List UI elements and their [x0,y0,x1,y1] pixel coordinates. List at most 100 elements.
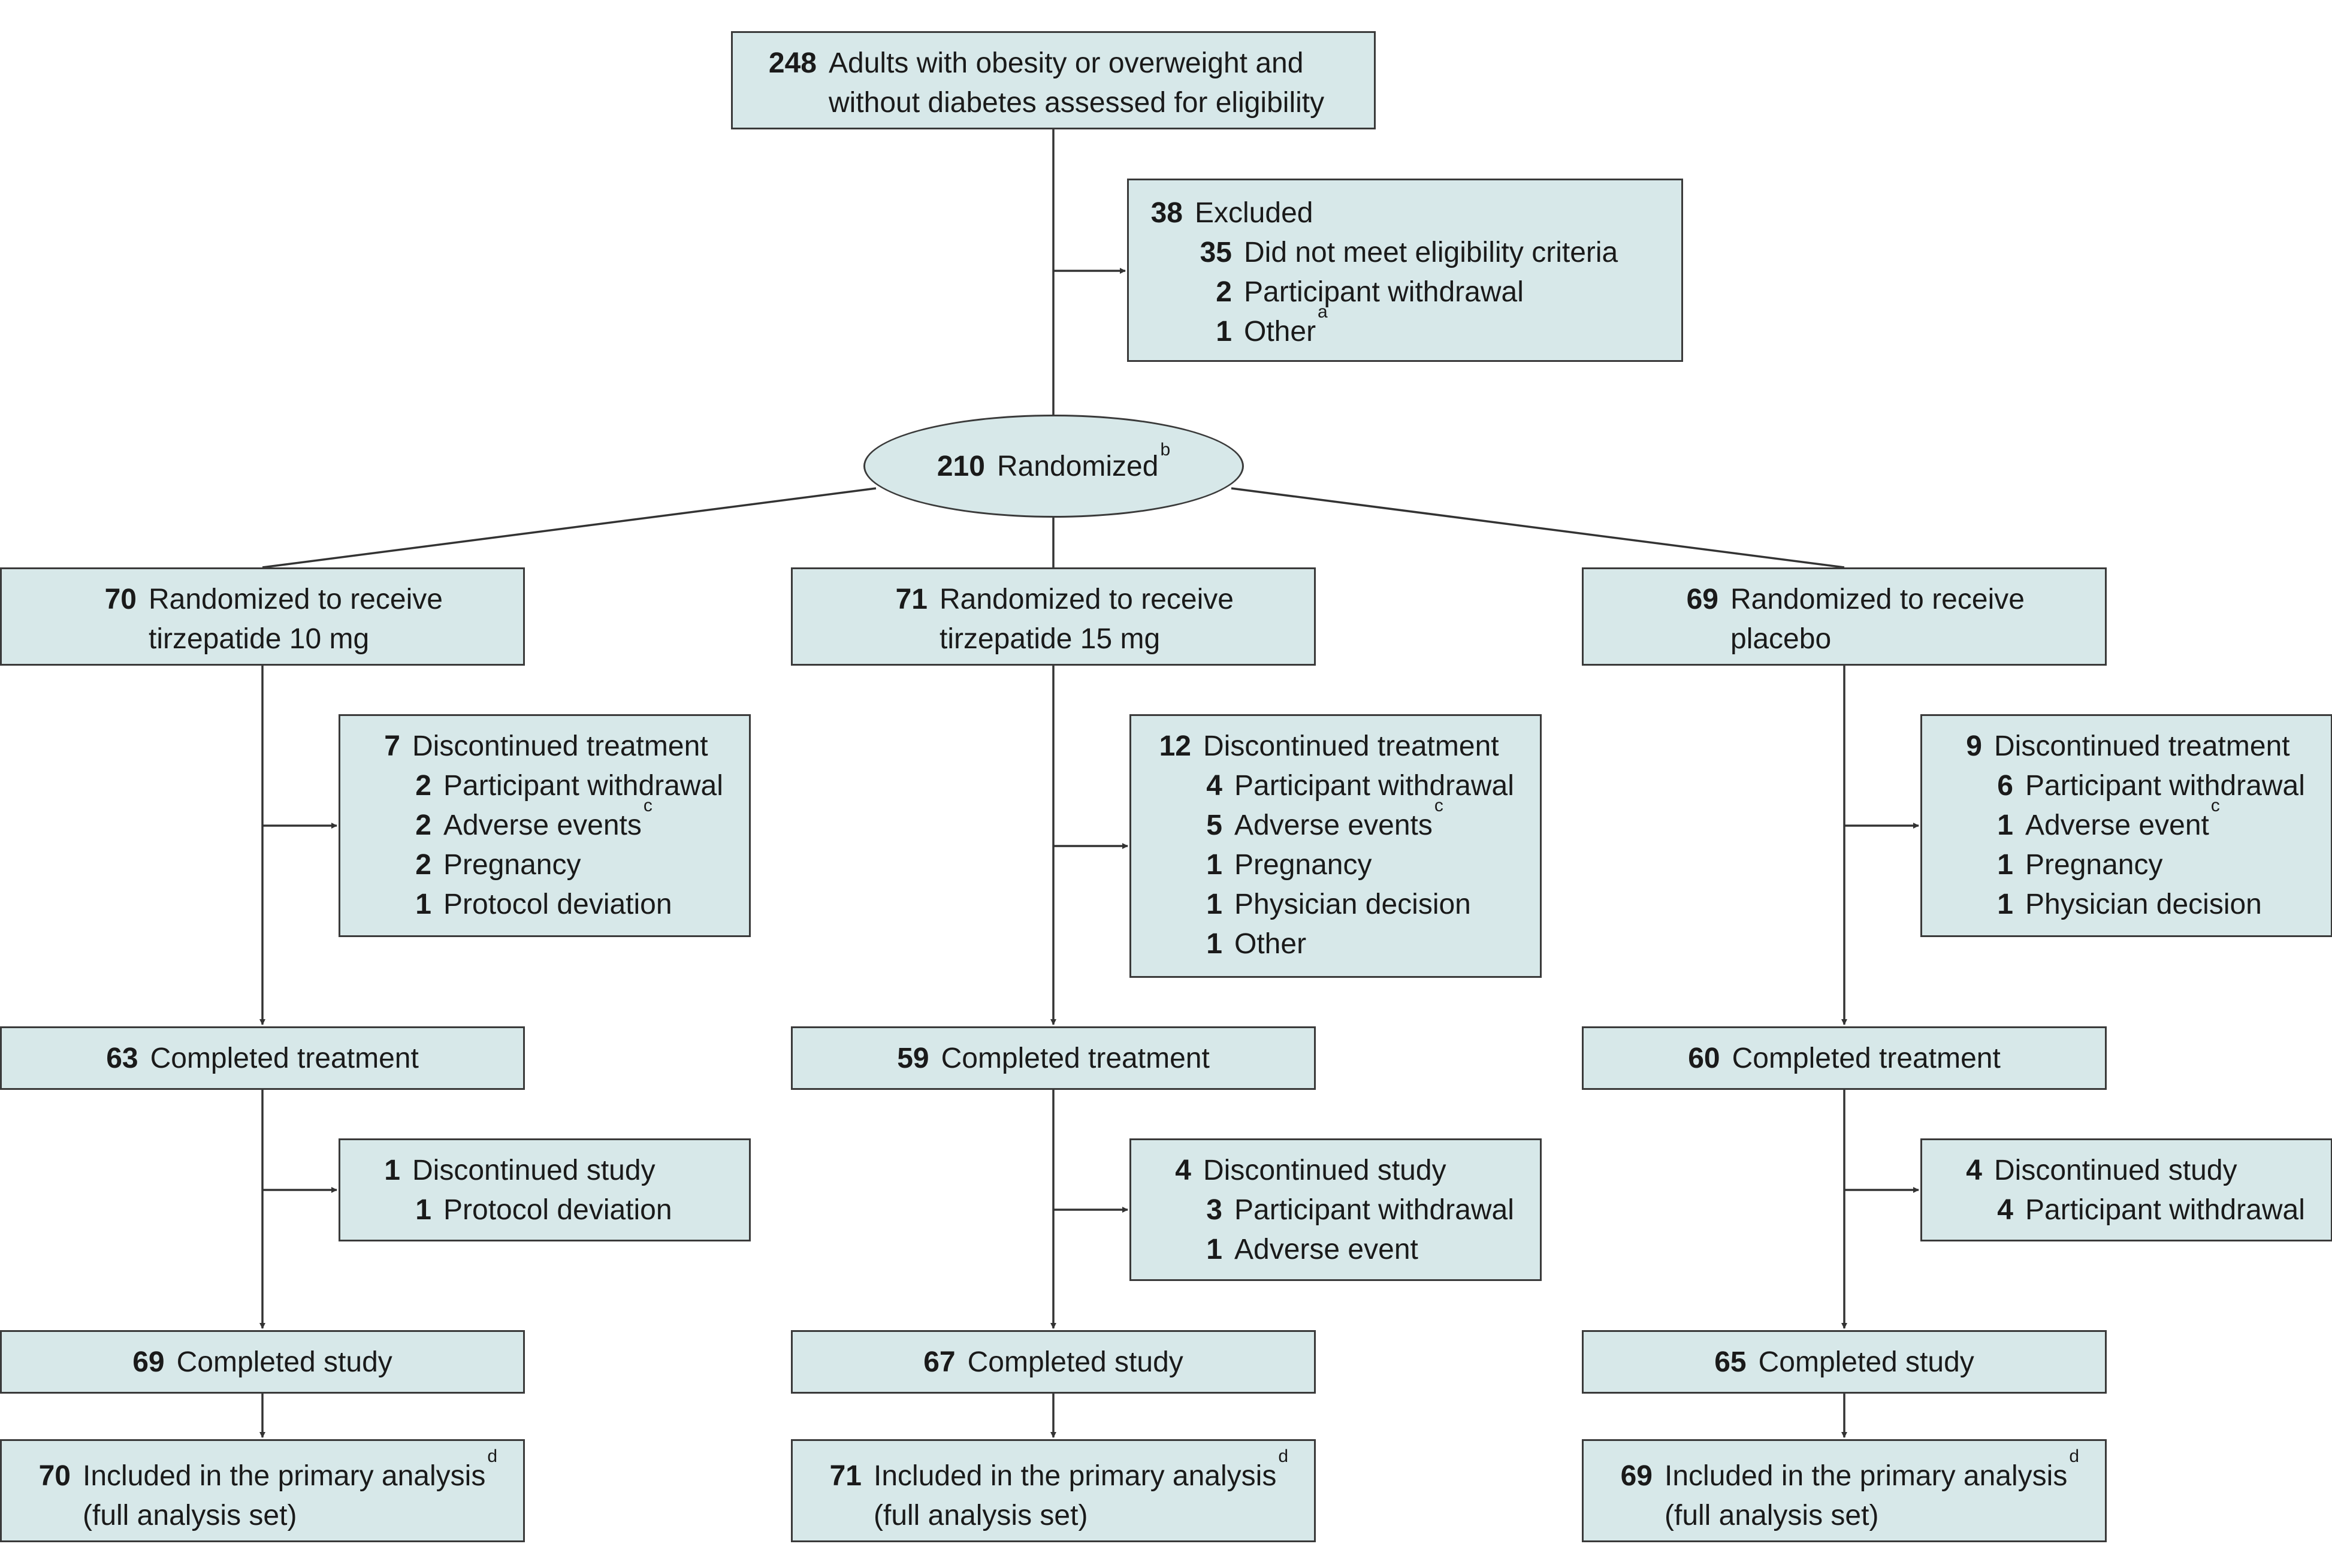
footnote-marker: a [1318,302,1328,322]
assessed-line-2: without diabetes assessed for eligibilit… [763,83,1374,123]
count-value: 70 [104,584,137,615]
count-value: 248 [768,47,817,79]
count-value: 1 [1206,889,1222,920]
item-label: Adverse events [1234,809,1433,841]
count-value: 70 [38,1460,71,1492]
box-text: placebo [1730,623,1832,655]
count-value: 4 [1175,1155,1191,1186]
footnote-marker: b [1160,439,1171,460]
item-label: Discontinued treatment [1994,730,2290,762]
randomized-arm-line-1: 71 Randomized to receive [886,580,1314,620]
primary-analysis-line-2: (full analysis set) [29,1496,523,1536]
count-value: 7 [384,730,400,762]
primary-analysis-line-2: (full analysis set) [1611,1496,2105,1536]
count-value: 67 [923,1346,956,1378]
count-value: 2 [1216,276,1232,308]
randomized-arm-box: 70 Randomized to receive tirzepatide 10 mg [0,567,525,666]
item-label: Protocol deviation [443,889,672,920]
count-value: 59 [897,1043,929,1074]
box-text: Included in the primary analysis [1665,1460,2068,1492]
count-value: 9 [1966,730,1982,762]
spacer [95,620,137,659]
spacer [29,1496,71,1536]
count-value: 1 [1206,1234,1222,1265]
discontinued-treatment-box: 9 Discontinued treatment 6 Participant with… [1920,714,2332,937]
count-value: 6 [1997,770,2013,802]
item-label: Participant withdrawal [1234,1194,1514,1226]
randomized-arm-line-2: tirzepatide 10 mg [95,620,523,659]
count-value: 4 [1997,1194,2013,1226]
count-value: 2 [415,849,431,881]
count-value: 3 [1206,1194,1222,1226]
item-label: Discontinued study [1203,1155,1446,1186]
discontinued-study-item: 4 Participant withdrawal [1946,1191,2331,1230]
box-text: Randomized to receive [940,584,1234,615]
discontinued-treatment-item: 1 Protocol deviation [364,885,749,925]
item-label: Other [1244,316,1316,348]
box-text: (full analysis set) [1665,1500,1879,1531]
box-text: (full analysis set) [874,1500,1088,1531]
count-value: 38 [1150,197,1183,229]
count-value: 69 [1686,584,1718,615]
discontinued-study-box: 4 Discontinued study 3 Participant withdraw… [1129,1138,1542,1281]
count-value: 1 [415,889,431,920]
box-text: (full analysis set) [83,1500,297,1531]
item-label: Discontinued treatment [412,730,708,762]
count-value: 1 [1216,316,1232,348]
count-value: 4 [1966,1155,1982,1186]
randomized-arm-line-2: tirzepatide 15 mg [886,620,1314,659]
count-value: 1 [1206,849,1222,881]
discontinued-treatment-item: 1 Other [1155,925,1540,964]
item-label: Participant withdrawal [2025,770,2305,802]
count-value: 65 [1714,1346,1747,1378]
item-label: Participant withdrawal [1234,770,1514,802]
item-label: Other [1234,928,1307,960]
discontinued-treatment-header: 7 Discontinued treatment [364,727,749,766]
spacer [820,1496,862,1536]
randomized-arm-line-1: 70 Randomized to receive [95,580,523,620]
spacer [1676,620,1718,659]
item-label: Randomized [996,450,1159,482]
box-text: without diabetes assessed for eligibilit… [829,87,1325,119]
item-label: Pregnancy [443,849,581,881]
item-label: Did not meet eligibility criteria [1244,237,1618,268]
box-text: tirzepatide 10 mg [149,623,370,655]
count-value: 2 [415,770,431,802]
count-value: 63 [106,1043,138,1074]
item-label: Participant withdrawal [2025,1194,2305,1226]
item-label: Completed study [967,1346,1183,1378]
count-value: 12 [1159,730,1191,762]
count-value: 1 [415,1194,431,1226]
box-text: Randomized to receive [149,584,443,615]
count-value: 1 [1206,928,1222,960]
count-value: 69 [132,1346,165,1378]
count-value: 71 [895,584,928,615]
